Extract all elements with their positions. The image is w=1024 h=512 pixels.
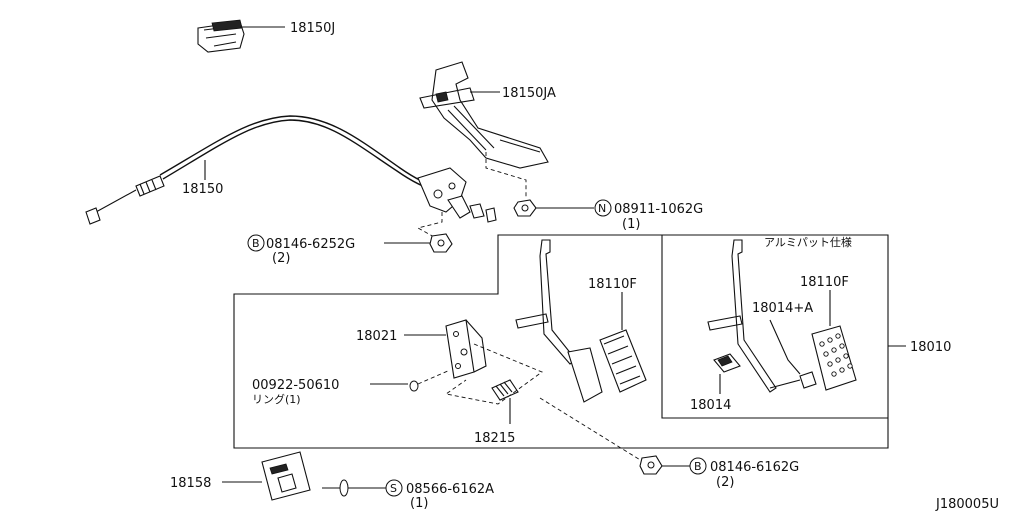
- dash-spring: [444, 343, 543, 405]
- label-18150J: 18150J: [290, 21, 335, 36]
- alum-pedal-arm: [707, 239, 801, 393]
- label-18150JA: 18150JA: [502, 86, 556, 101]
- label-18158: 18158: [170, 476, 211, 491]
- dash-bolt-b: [539, 397, 651, 467]
- alum-pad-note: アルミパット仕様: [764, 235, 852, 249]
- clip-18158: [261, 451, 311, 501]
- label-08146-6162G: 08146-6162G: [710, 460, 799, 475]
- qty-08911: (1): [622, 217, 640, 232]
- qty-08146-6162G: (2): [716, 475, 734, 490]
- pedal-arm: [515, 239, 603, 403]
- prefix-N: N: [598, 202, 606, 215]
- label-18150: 18150: [182, 182, 223, 197]
- dash-ring: [417, 369, 451, 385]
- label-18021: 18021: [356, 329, 397, 344]
- label-18014A: 18014+A: [752, 301, 813, 316]
- diagram-code: J180005U: [935, 497, 999, 512]
- label-08911-1062G: 08911-1062G: [614, 202, 703, 217]
- label-18014: 18014: [690, 398, 731, 413]
- label-00922-50610: 00922-50610: [252, 378, 339, 393]
- bolt-08146-6252G: [429, 233, 453, 253]
- prefix-S: S: [390, 482, 397, 495]
- label-18010: 18010: [910, 340, 951, 355]
- prefix-circle-B-2: [689, 457, 707, 475]
- label-00922-ring: リング(1): [252, 392, 301, 406]
- bracket-18150J: [197, 19, 245, 53]
- prefix-B-2: B: [694, 460, 702, 473]
- label-08566-6162A: 08566-6162A: [406, 482, 494, 497]
- pedal-pad-18110F: [599, 329, 647, 393]
- label-18215: 18215: [474, 431, 515, 446]
- prefix-circle-B-1: [247, 234, 265, 252]
- bushing-18014A: [799, 371, 817, 389]
- dash-bracket-to-bolt: [416, 212, 443, 239]
- pedal-bracket-18021: [445, 319, 487, 379]
- aluminium-pad-frame: [661, 235, 888, 419]
- label-08146-6252G: 08146-6252G: [266, 237, 355, 252]
- screw-08566: [322, 479, 349, 497]
- prefix-B-1: B: [252, 237, 260, 250]
- accelerator-cable-18150: [85, 115, 441, 225]
- cable-end-bracket: [417, 167, 497, 223]
- leader-18014A: [769, 319, 801, 375]
- ring-00922: [409, 380, 419, 392]
- label-18110F-b: 18110F: [800, 275, 849, 290]
- prefix-circle-N: [594, 199, 612, 217]
- label-18110F-a: 18110F: [588, 277, 637, 292]
- bracket-18150JA: [419, 61, 549, 169]
- qty-08566-6162A: (1): [410, 496, 428, 511]
- spring-18215: [491, 379, 519, 401]
- dash-bracket-to-nut: [485, 152, 527, 198]
- outer-assembly-frame: [233, 234, 889, 449]
- nut-08911: [513, 199, 537, 217]
- qty-08146-6252G: (2): [272, 251, 290, 266]
- bolt-08146-6162G: [639, 455, 663, 475]
- alum-pedal-pad-18110F: [811, 325, 857, 391]
- prefix-circle-S: [385, 479, 403, 497]
- clip-18014: [713, 353, 741, 373]
